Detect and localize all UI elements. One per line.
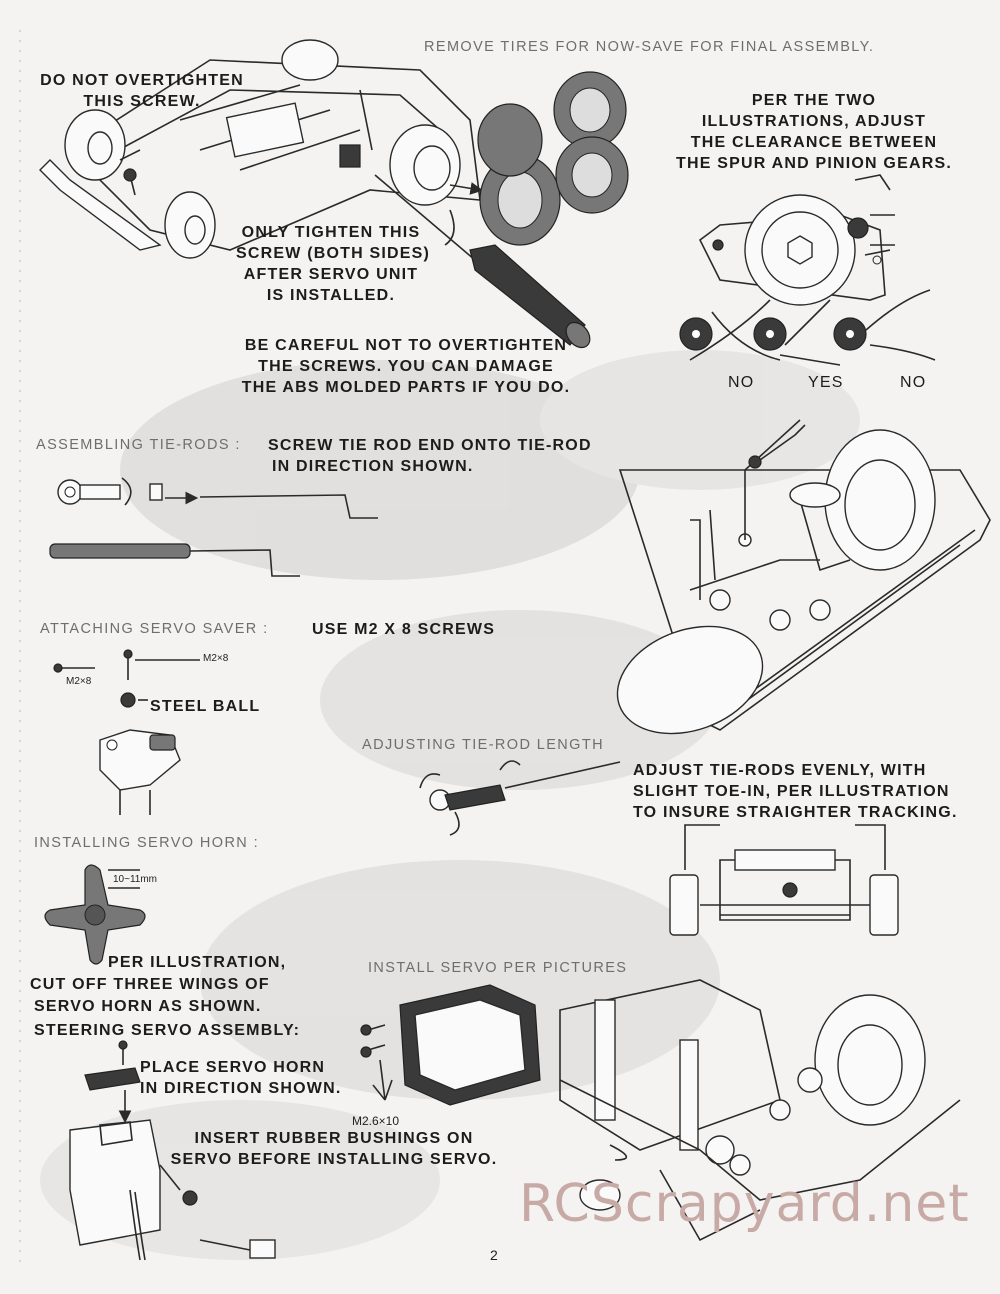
note-line: THE SCREWS. YOU CAN DAMAGE xyxy=(258,358,554,375)
note-line: AFTER SERVO UNIT xyxy=(243,266,419,283)
note-line: PER ILLUSTRATION, xyxy=(108,954,287,971)
note-line: SCREW TIE ROD END ONTO TIE-ROD xyxy=(268,437,592,454)
servo-saver-parts xyxy=(53,649,200,815)
place-horn-instruction: PLACE SERVO HORN IN DIRECTION SHOWN. xyxy=(140,1057,341,1099)
steering-assembly-heading: STEERING SERVO ASSEMBLY: xyxy=(34,1022,301,1039)
note-line: INSERT RUBBER BUSHINGS ON xyxy=(194,1130,474,1147)
note-line: BE CAREFUL NOT TO OVERTIGHTEN xyxy=(244,337,568,354)
note-line: THE SPUR AND PINION GEARS. xyxy=(676,155,952,172)
remove-tires-heading: REMOVE TIRES FOR NOW-SAVE FOR FINAL ASSE… xyxy=(424,39,875,55)
front-steering-illustration xyxy=(616,419,991,735)
screw-label-lower: M2×8 xyxy=(66,676,92,687)
note-line: SERVO BEFORE INSTALLING SERVO. xyxy=(170,1151,498,1168)
cut-wings-instruction: PER ILLUSTRATION, CUT OFF THREE WINGS OF… xyxy=(30,952,286,1018)
servo-screw-label: M2.6×10 xyxy=(352,1114,400,1128)
servo-saver-instruction: USE M2 X 8 SCREWS xyxy=(312,621,496,638)
gear-clearance-note: PER THE TWO ILLUSTRATIONS, ADJUST THE CL… xyxy=(668,90,960,174)
install-servo-illustration xyxy=(360,979,961,1242)
toe-in-diagram xyxy=(669,824,899,936)
note-line: ILLUSTRATIONS, ADJUST xyxy=(701,113,927,130)
note-line: IS INSTALLED. xyxy=(266,287,396,304)
servo-saver-heading: ATTACHING SERVO SAVER : xyxy=(40,621,269,637)
install-servo-heading: INSTALL SERVO PER PICTURES xyxy=(368,960,628,976)
steering-servo-assembly xyxy=(69,1040,276,1261)
servo-horn-heading: INSTALLING SERVO HORN : xyxy=(34,835,260,851)
note-line: SLIGHT TOE-IN, PER ILLUSTRATION xyxy=(633,783,950,800)
adjust-tie-rod-instruction: ADJUST TIE-RODS EVENLY, WITH SLIGHT TOE-… xyxy=(633,760,958,823)
adjust-tie-rod-illustration xyxy=(419,760,621,836)
note-line: PLACE SERVO HORN xyxy=(140,1059,326,1076)
gear-label-no-right: NO xyxy=(900,374,927,391)
note-line: THIS SCREW. xyxy=(83,93,201,110)
note-line: ONLY TIGHTEN THIS xyxy=(241,224,421,241)
screw-label-upper: M2×8 xyxy=(203,653,229,664)
gear-label-no-left: NO xyxy=(728,374,755,391)
be-careful-note: BE CAREFUL NOT TO OVERTIGHTEN THE SCREWS… xyxy=(228,335,584,398)
note-line: THE CLEARANCE BETWEEN xyxy=(690,134,938,151)
note-line: IN DIRECTION SHOWN. xyxy=(272,458,474,475)
horn-dimension-label: 10~11mm xyxy=(113,874,158,885)
rubber-bushings-instruction: INSERT RUBBER BUSHINGS ON SERVO BEFORE I… xyxy=(166,1128,502,1170)
servo-horn-illustration xyxy=(44,864,146,965)
tie-rods-instruction: SCREW TIE ROD END ONTO TIE-ROD IN DIRECT… xyxy=(268,435,592,477)
gear-comparison xyxy=(679,289,936,366)
tie-rods-heading: ASSEMBLING TIE-RODS : xyxy=(36,437,241,453)
screwdriver-illustration xyxy=(374,174,591,349)
steel-ball-label: STEEL BALL xyxy=(150,698,261,715)
note-line: CUT OFF THREE WINGS OF xyxy=(30,976,270,993)
tires-illustration xyxy=(477,71,629,246)
paper-smudges xyxy=(40,350,860,1260)
note-line: SCREW (BOTH SIDES) xyxy=(236,245,431,262)
note-line: SERVO HORN AS SHOWN. xyxy=(34,998,262,1015)
watermark: RCScrapyard.net xyxy=(519,1174,970,1234)
chassis-illustration xyxy=(39,39,484,259)
note-line: THE ABS MOLDED PARTS IF YOU DO. xyxy=(241,379,571,396)
note-line: TO INSURE STRAIGHTER TRACKING. xyxy=(633,804,958,821)
note-line: IN DIRECTION SHOWN. xyxy=(140,1080,342,1097)
note-line: ADJUST TIE-RODS EVENLY, WITH xyxy=(633,762,927,779)
gear-label-yes: YES xyxy=(808,374,844,391)
tie-rod-parts xyxy=(49,477,378,577)
note-line: PER THE TWO xyxy=(751,92,877,109)
note-line: DO NOT OVERTIGHTEN xyxy=(40,72,244,89)
gear-mesh-illustration xyxy=(698,174,895,306)
page-number: 2 xyxy=(490,1247,499,1263)
adjust-tie-rod-heading: ADJUSTING TIE-ROD LENGTH xyxy=(362,737,604,753)
do-not-overtighten-note: DO NOT OVERTIGHTEN THIS SCREW. xyxy=(32,70,252,112)
only-tighten-note: ONLY TIGHTEN THIS SCREW (BOTH SIDES) AFT… xyxy=(236,222,431,306)
